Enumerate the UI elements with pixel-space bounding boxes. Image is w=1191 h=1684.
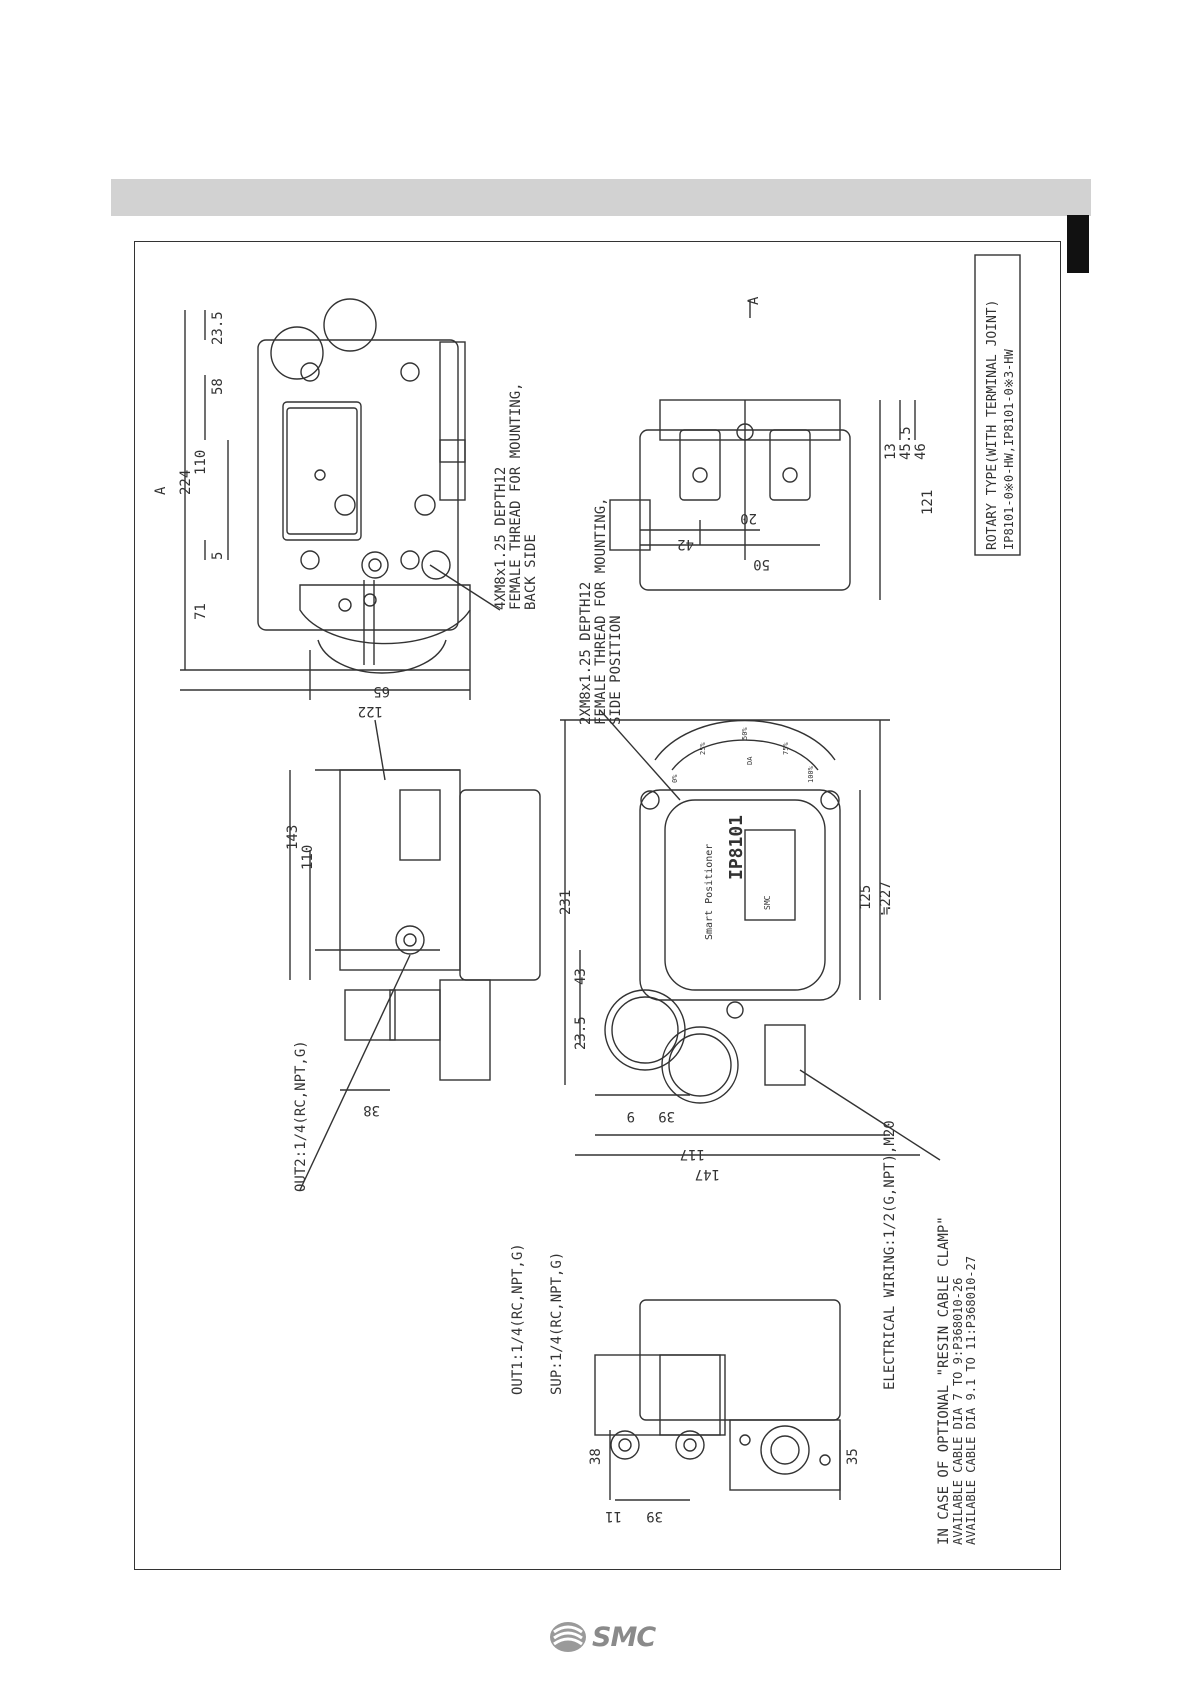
- front-view-dim-23-5: 23.5: [573, 1016, 589, 1050]
- top-view-dim-23-5: 23.5: [210, 311, 226, 345]
- top-view-label-a: A: [153, 486, 169, 495]
- front-view-dim-9: 9: [627, 1108, 635, 1124]
- right-view-dim-42: 42: [677, 536, 694, 552]
- top-view-dim-71: 71: [193, 603, 209, 620]
- nameplate-brand: Smart Positioner: [704, 844, 715, 940]
- front-view-note-3: SIDE POSITION: [608, 615, 624, 725]
- title-block-line1: ROTARY TYPE(WITH TERMINAL JOINT): [985, 300, 1000, 550]
- front-view-drawing: [560, 709, 941, 1161]
- title-block-frame: [974, 254, 1021, 556]
- top-view-dim-65: 65: [373, 683, 390, 699]
- scale-label-25: 25%: [699, 742, 707, 755]
- drawing-frame: [134, 241, 1061, 1570]
- side-view-port-label: OUT2:1/4(RC,NPT,G): [293, 1040, 309, 1192]
- bottom-view-electrical: ELECTRICAL WIRING:1/2(G,NPT),M20: [882, 1120, 898, 1390]
- bottom-view-port-out1: OUT1:1/4(RC,NPT,G): [510, 1243, 526, 1395]
- right-view-arrow-label: A: [746, 296, 762, 305]
- side-view-dim-143: 143: [285, 825, 301, 850]
- bottom-view-dim-11: 11: [605, 1508, 622, 1524]
- clamp-note-2: AVAILABLE CABLE DIA 7 TO 9:P368010-26: [951, 1278, 965, 1545]
- right-view-dim-13: 13: [883, 443, 899, 460]
- front-view-dim-117: 117: [680, 1146, 705, 1162]
- clamp-note-1: IN CASE OF OPTIONAL "RESIN CABLE CLAMP": [936, 1216, 952, 1545]
- header-band: [111, 179, 1091, 216]
- front-view-dim-227: ≒227: [878, 881, 894, 915]
- side-view-drawing: [289, 719, 541, 1191]
- scale-label-75: 75%: [782, 742, 790, 755]
- nameplate-model: IP8101: [726, 815, 747, 880]
- top-view-dim-224: 224: [178, 470, 194, 495]
- top-view-dim-122: 122: [358, 703, 383, 719]
- scale-label-100: 100%: [807, 765, 815, 783]
- side-view-dim-38: 38: [363, 1102, 380, 1118]
- title-block-line2: IP8101-0※0-HW,IP8101-0※3-HW: [1002, 349, 1016, 551]
- right-view-dim-121: 121: [920, 490, 936, 515]
- bottom-view-drawing: [594, 1299, 841, 1501]
- front-view-dim-147: 147: [695, 1166, 720, 1182]
- right-view-dim-45-5: 45.5: [898, 426, 914, 460]
- right-view-dim-20: 20: [740, 510, 757, 526]
- bottom-view-port-sup: SUP:1/4(RC,NPT,G): [549, 1252, 565, 1395]
- top-view-note-3: BACK SIDE: [523, 534, 539, 610]
- smc-logo-text: SMC: [592, 1621, 656, 1653]
- top-view-dim-58: 58: [210, 378, 226, 395]
- side-view-dim-110: 110: [300, 845, 316, 870]
- right-view-dim-46: 46: [913, 443, 929, 460]
- top-view-drawing: [180, 298, 501, 700]
- bottom-view-dim-38: 38: [588, 1448, 604, 1465]
- top-view-dim-5: 5: [210, 552, 226, 560]
- smc-swirl-icon: [550, 1622, 586, 1652]
- front-view-note-2: FEMALE THREAD FOR MOUNTING,: [593, 497, 609, 725]
- scale-label-da: DA: [746, 756, 754, 765]
- top-view-dim-110: 110: [193, 450, 209, 475]
- bottom-view-dim-39: 39: [646, 1508, 663, 1524]
- right-view-drawing: [609, 300, 916, 600]
- scale-label-0: 0%: [671, 774, 679, 783]
- bottom-view-dim-35: 35: [845, 1448, 861, 1465]
- front-view-dim-125: 125: [858, 885, 874, 910]
- nameplate-smc: SMC: [763, 895, 772, 910]
- clamp-note-3: AVAILABLE CABLE DIA 9.1 TO 11:P368010-27: [964, 1256, 978, 1545]
- scale-label-50: 50%: [741, 727, 749, 740]
- front-view-dim-231: 231: [558, 890, 574, 915]
- top-view-note-1: 4XM8x1.25 DEPTH12: [493, 467, 509, 610]
- top-view-note-2: FEMALE THREAD FOR MOUNTING,: [508, 382, 524, 610]
- front-view-dim-39: 39: [658, 1108, 675, 1124]
- front-view-note-1: 2XM8x1.25 DEPTH12: [578, 582, 594, 725]
- smc-logo: SMC: [548, 1620, 656, 1654]
- section-tab-mark: [1067, 215, 1089, 273]
- right-view-dim-50: 50: [753, 556, 770, 572]
- front-view-dim-43: 43: [573, 968, 589, 985]
